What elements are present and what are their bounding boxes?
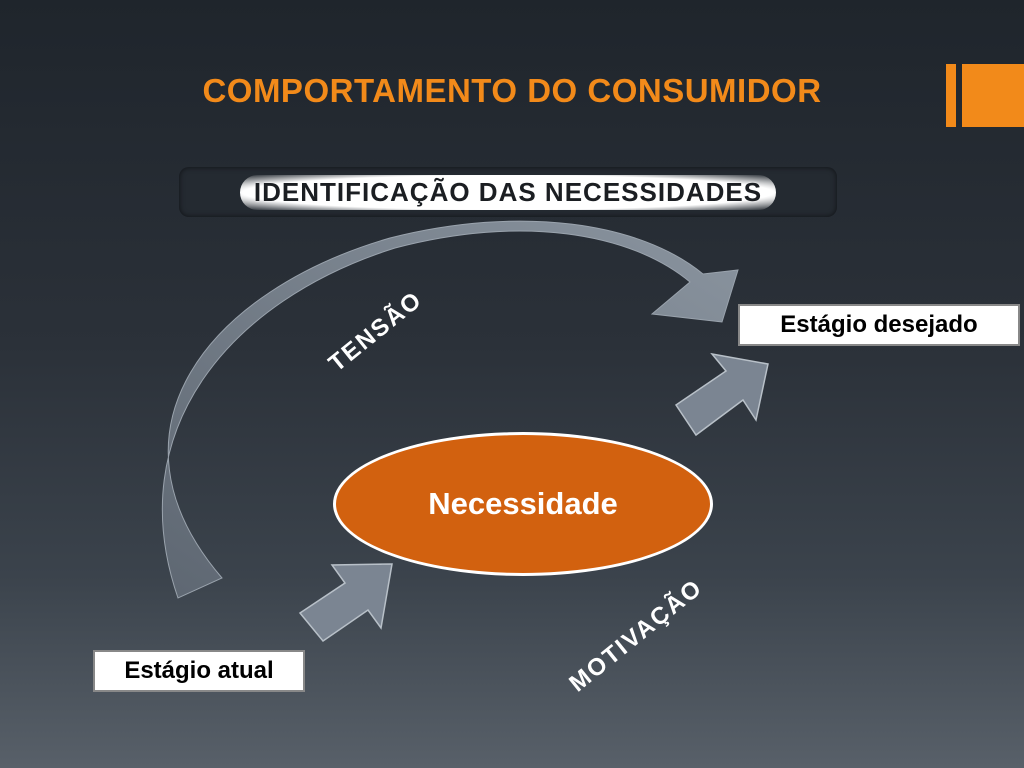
- current-stage-box: Estágio atual: [93, 650, 305, 692]
- corner-accent-block: [962, 64, 1024, 127]
- corner-accent-bar: [946, 64, 956, 127]
- slide-title: COMPORTAMENTO DO CONSUMIDOR: [202, 72, 822, 109]
- desired-stage-box: Estágio desejado: [738, 304, 1020, 346]
- necessity-label: Necessidade: [428, 486, 618, 521]
- tension-curved-arrow: [161, 220, 739, 599]
- necessity-ellipse: Necessidade: [333, 432, 713, 576]
- arrow-to-desired-stage: [674, 352, 769, 437]
- subtitle-box: IDENTIFICAÇÃO DAS NECESSIDADES: [179, 167, 837, 217]
- subtitle-text: IDENTIFICAÇÃO DAS NECESSIDADES: [239, 174, 777, 210]
- arrow-to-necessity: [298, 563, 393, 643]
